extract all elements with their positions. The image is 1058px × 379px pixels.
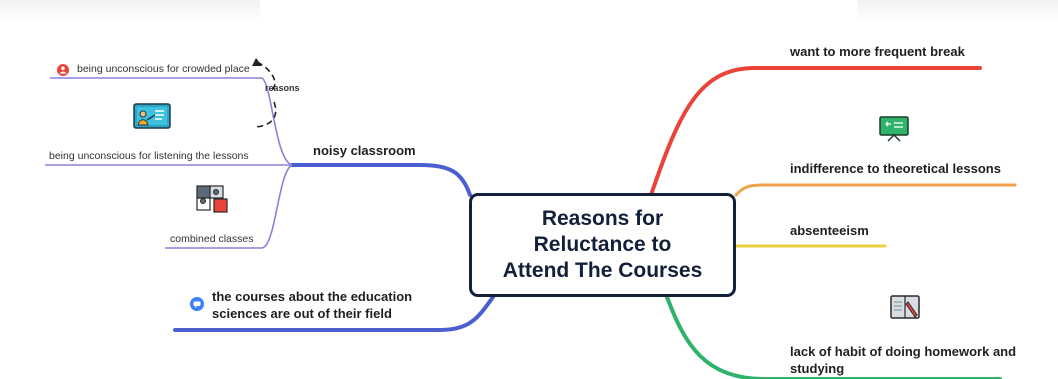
green-chalkboard-icon [879,116,909,142]
blue-comment-icon [190,297,204,311]
central-topic[interactable]: Reasons for Reluctance to Attend The Cou… [469,193,736,297]
relationship-arc-lower [254,101,277,128]
top-right-fade [858,0,1058,22]
connector-combined [165,164,293,249]
subtopic-listening-lessons[interactable]: being unconscious for listening the less… [49,150,249,162]
connector-noisy-classroom [290,163,472,197]
red-person-marker-icon [57,64,69,76]
topic-noisy-classroom[interactable]: noisy classroom [313,143,416,158]
connector-crowded [50,77,293,166]
teacher-at-board-icon [133,103,171,129]
book-and-pencil-icon [890,295,920,319]
topic-homework-habit[interactable]: lack of habit of doing homework and stud… [790,344,1017,376]
topic-education-sciences[interactable]: the courses about the education sciences… [212,289,413,321]
relationship-label[interactable]: reasons [265,83,300,93]
subtopic-combined-classes[interactable]: combined classes [170,233,254,245]
connector-theory [734,183,1017,197]
topic-absenteeism[interactable]: absenteeism [790,223,869,238]
central-topic-label: Reasons for Reluctance to Attend The Cou… [502,207,703,282]
top-left-fade [0,0,260,22]
connector-break [649,66,982,197]
relationship-arrowhead [252,58,262,66]
topic-theoretical-lessons[interactable]: indifference to theoretical lessons [790,161,1001,176]
topic-frequent-break[interactable]: want to more frequent break [790,44,965,59]
connector-education [173,295,495,332]
puzzle-pieces-icon [196,185,228,213]
subtopic-crowded-place[interactable]: being unconscious for crowded place [77,63,250,75]
